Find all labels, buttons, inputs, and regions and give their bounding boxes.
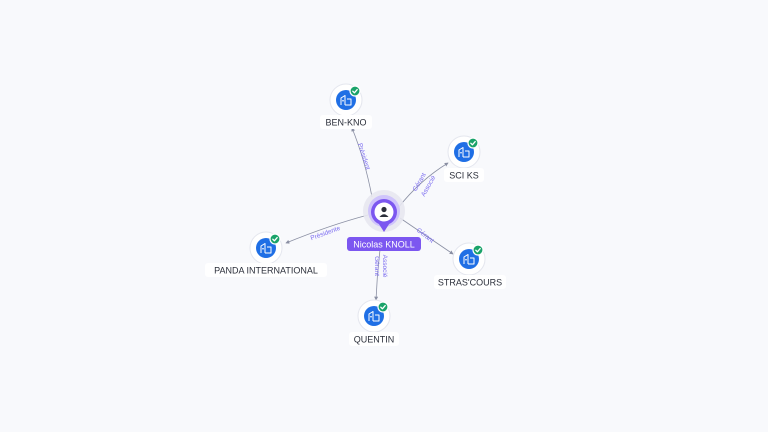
nodes-layer: Nicolas KNOLL BEN-KNO [205, 83, 506, 346]
company-node-sci-ks[interactable]: SCI KS [444, 135, 484, 182]
company-node-ben-kno[interactable]: BEN-KNO [320, 83, 372, 129]
company-node-panda-international[interactable]: PANDA INTERNATIONAL [205, 231, 327, 277]
company-name-label: SCI KS [449, 171, 479, 181]
verified-check-icon [467, 137, 479, 149]
building-icon [368, 311, 380, 322]
edge-sci-ks: Gérant Associé [397, 162, 449, 209]
company-name-label: QUENTIN [354, 335, 395, 345]
company-name-label: STRAS'COURS [438, 278, 502, 288]
verified-check-icon [349, 85, 361, 97]
company-name-label: BEN-KNO [325, 118, 366, 128]
edge-ben-kno: Président [351, 127, 373, 198]
verified-check-icon [472, 244, 484, 256]
edge-label: Président [356, 142, 371, 170]
company-node-quentin[interactable]: QUENTIN [349, 299, 399, 346]
company-node-stras-cours[interactable]: STRAS'COURS [434, 242, 506, 289]
edge-label: Présidente [310, 225, 342, 242]
building-icon [260, 243, 272, 254]
verified-check-icon [377, 301, 389, 313]
edge-label: Gérant [373, 256, 380, 276]
company-name-label: PANDA INTERNATIONAL [214, 266, 318, 276]
building-icon [340, 95, 352, 106]
person-node[interactable]: Nicolas KNOLL [347, 190, 421, 251]
edge-label: Associé [381, 255, 388, 278]
person-icon [379, 206, 389, 217]
edge-quentin: Gérant Associé [373, 249, 388, 301]
building-icon [463, 254, 475, 265]
building-icon [458, 147, 470, 158]
verified-check-icon [269, 233, 281, 245]
person-name-label: Nicolas KNOLL [353, 240, 415, 250]
